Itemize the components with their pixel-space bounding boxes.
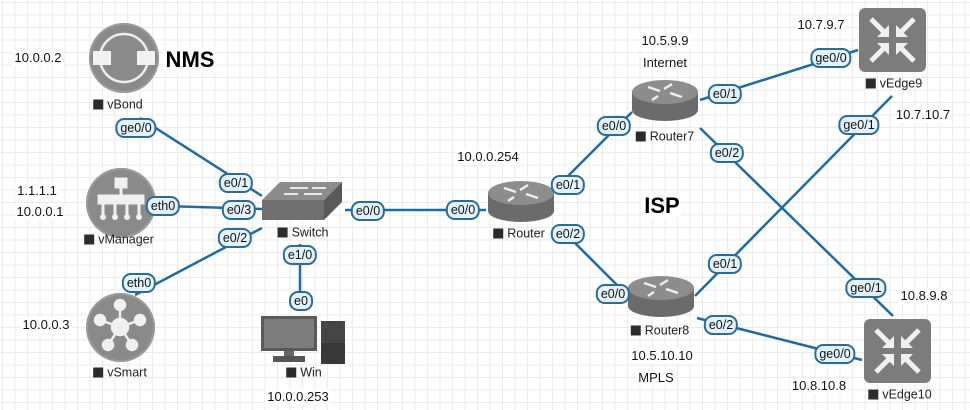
- vedge10-ip-2: 10.8.10.8: [789, 378, 849, 394]
- vedge-arrows-icon: [874, 328, 921, 374]
- vsmart-eth0-port[interactable]: eth0: [121, 273, 157, 293]
- router-icon: [632, 80, 698, 121]
- vmanager-eth0-port[interactable]: eth0: [145, 196, 181, 216]
- vmanager-ip-1: 1.1.1.1: [15, 183, 59, 199]
- switch-name: Switch: [291, 225, 329, 240]
- router-name: Router: [507, 226, 545, 241]
- status-square-icon: [635, 131, 646, 142]
- router8-node[interactable]: [626, 274, 696, 318]
- switch-e00-port[interactable]: e0/0: [350, 201, 386, 221]
- router-e01-port[interactable]: e0/1: [550, 175, 586, 195]
- vedge10-label: vEdge10: [868, 387, 932, 403]
- router8-ip: 10.5.10.10: [629, 348, 695, 364]
- vbond-ip: 10.0.0.2: [12, 50, 64, 66]
- switch-label: Switch: [277, 225, 329, 241]
- vsmart-label: vSmart: [93, 366, 147, 381]
- nms-annotation: NMS: [163, 47, 217, 73]
- vmanager-label: vManager: [84, 233, 154, 248]
- win-ip: 10.0.0.253: [265, 389, 331, 405]
- vsmart-icon: [93, 298, 147, 352]
- switch-e02-port[interactable]: e0/2: [217, 228, 253, 248]
- vbond-ge00-port[interactable]: ge0/0: [115, 118, 157, 138]
- router-icon: [488, 181, 554, 222]
- router7-name: Router7: [649, 129, 695, 144]
- status-square-icon: [93, 367, 104, 378]
- router7-node[interactable]: [630, 78, 700, 122]
- router8-e01-port[interactable]: e0/1: [707, 254, 743, 274]
- vbond-node[interactable]: [89, 23, 159, 93]
- switch-e03-port[interactable]: e0/3: [221, 200, 257, 220]
- vmanager-ip-2: 10.0.0.1: [14, 204, 66, 220]
- status-square-icon: [630, 325, 641, 336]
- status-square-icon: [865, 78, 876, 89]
- router7-e01-port[interactable]: e0/1: [707, 84, 743, 104]
- vedge10-ge01-port[interactable]: ge0/1: [845, 278, 887, 298]
- router-e02-port[interactable]: e0/2: [550, 224, 586, 244]
- isp-annotation: ISP: [642, 193, 682, 219]
- router8-e02-port[interactable]: e0/2: [703, 315, 739, 335]
- vedge10-node[interactable]: [864, 319, 931, 383]
- status-square-icon: [286, 367, 297, 378]
- vsmart-node[interactable]: [86, 293, 155, 362]
- router8-name: Router8: [644, 323, 690, 338]
- router-ip: 10.0.0.254: [455, 149, 521, 165]
- router8-label: Router8: [630, 323, 690, 339]
- status-square-icon: [93, 99, 104, 110]
- vedge9-node[interactable]: [859, 8, 926, 72]
- router-e00-port[interactable]: e0/0: [445, 200, 481, 220]
- vmanager-name: vManager: [98, 232, 154, 247]
- router8-role: MPLS: [636, 370, 676, 386]
- win-e0-port[interactable]: e0: [289, 291, 313, 311]
- switch-e01-port[interactable]: e0/1: [218, 173, 254, 193]
- vedge10-ip-1: 10.8.9.8: [898, 288, 950, 304]
- desktop-computer-icon: [261, 316, 345, 364]
- router-icon: [628, 276, 694, 317]
- router8-e00-port[interactable]: e0/0: [595, 284, 631, 304]
- vbond-name: vBond: [107, 97, 143, 112]
- vedge9-ip-1: 10.7.9.7: [795, 17, 847, 33]
- vedge9-name: vEdge9: [879, 76, 923, 91]
- status-square-icon: [84, 234, 95, 245]
- status-square-icon: [493, 228, 504, 239]
- switch-icon: [262, 182, 342, 220]
- switch-node[interactable]: [260, 180, 344, 222]
- vedge9-ip-2: 10.7.10.7: [893, 107, 953, 123]
- router7-role: Internet: [640, 55, 690, 71]
- status-square-icon: [277, 227, 288, 238]
- win-label: Win: [286, 366, 322, 381]
- router7-ip: 10.5.9.9: [639, 33, 691, 49]
- vmanager-node[interactable]: [86, 168, 156, 238]
- vsmart-ip: 10.0.0.3: [20, 317, 72, 333]
- vbond-label: vBond: [93, 97, 143, 113]
- win-node[interactable]: [260, 313, 348, 365]
- router7-e02-port[interactable]: e0/2: [709, 143, 745, 163]
- win-name: Win: [300, 365, 322, 380]
- vedge-arrows-icon: [869, 17, 916, 63]
- router-node[interactable]: [486, 179, 556, 223]
- vedge10-name: vEdge10: [882, 387, 932, 402]
- router7-e00-port[interactable]: e0/0: [596, 116, 632, 136]
- vedge9-label: vEdge9: [865, 76, 923, 92]
- switch-e10-port[interactable]: e1/0: [282, 245, 318, 265]
- router-label: Router: [493, 227, 545, 242]
- vedge10-ge00-port[interactable]: ge0/0: [814, 344, 856, 364]
- vsmart-name: vSmart: [107, 365, 147, 380]
- status-square-icon: [868, 389, 879, 400]
- vedge9-ge00-port[interactable]: ge0/0: [810, 48, 852, 68]
- vmanager-icon: [97, 177, 145, 220]
- vbond-icon: [93, 32, 155, 84]
- vedge9-ge01-port[interactable]: ge0/1: [838, 115, 880, 135]
- router7-label: Router7: [635, 129, 695, 145]
